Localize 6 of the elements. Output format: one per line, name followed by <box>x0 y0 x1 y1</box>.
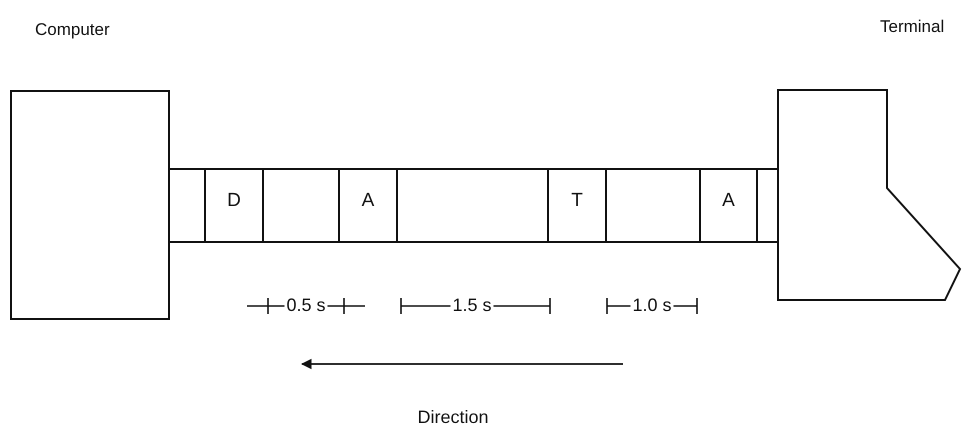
cell-letter: D <box>227 190 241 212</box>
device-label: Computer <box>35 20 110 40</box>
cell-letter: A <box>722 190 735 212</box>
cell-letter: T <box>571 190 583 212</box>
cell-letter: A <box>362 190 374 212</box>
device-label: Terminal <box>880 17 944 37</box>
